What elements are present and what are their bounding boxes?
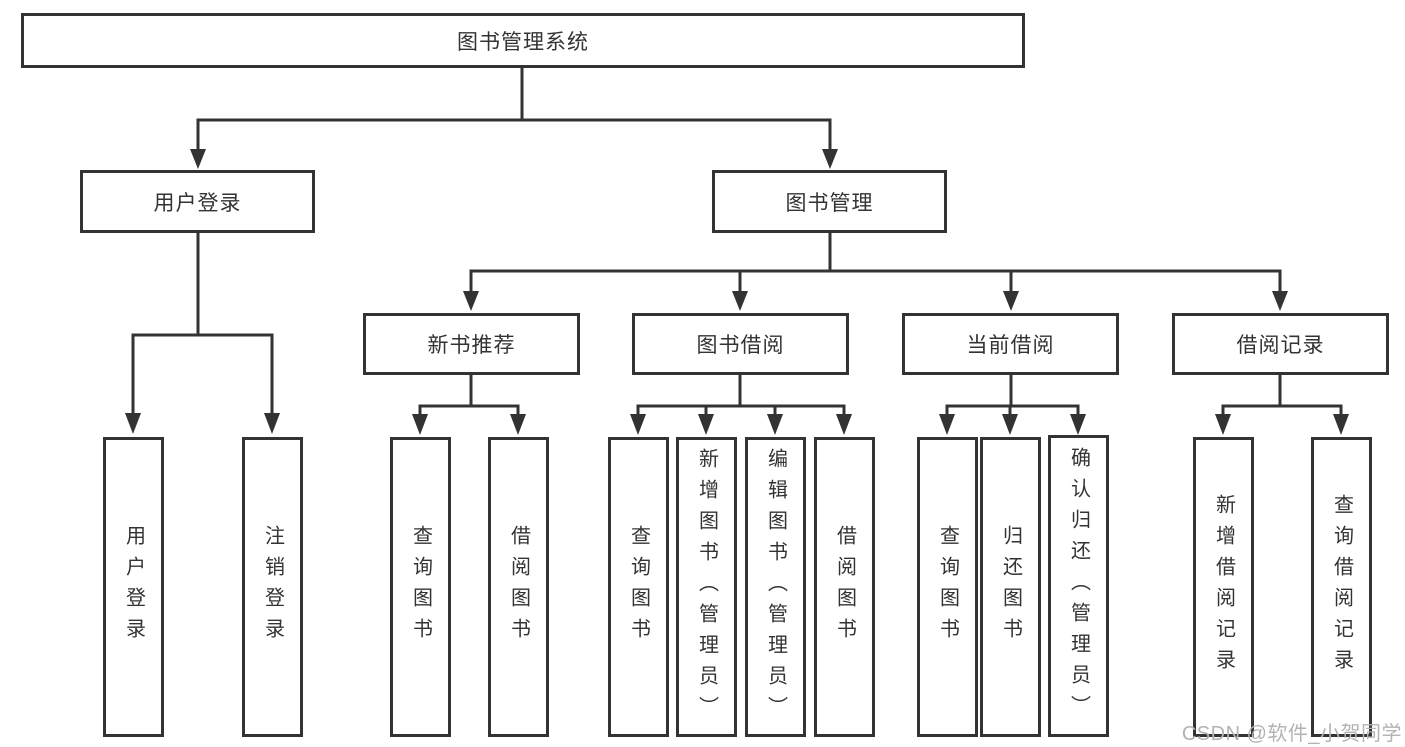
arrowhead-icon (1272, 291, 1288, 311)
arrowhead-icon (1333, 414, 1349, 435)
arrowhead-icon (836, 414, 852, 435)
leaf-label: 查询借阅记录 (1330, 494, 1353, 680)
leaf-borrowing-borrow-books: 借阅图书 (814, 437, 875, 737)
leaf-add-borrow-record: 新增借阅记录 (1193, 437, 1254, 737)
leaf-label: 新增图书（管理员） (695, 447, 718, 727)
arrowhead-icon (125, 413, 141, 434)
arrowheads (125, 149, 1349, 435)
node-current-borrowing: 当前借阅 (902, 313, 1119, 375)
node-book-borrowing: 图书借阅 (632, 313, 849, 375)
arrowhead-icon (510, 414, 526, 435)
leaf-label: 编辑图书（管理员） (764, 447, 787, 727)
leaf-query-borrow-record: 查询借阅记录 (1311, 437, 1372, 737)
arrowhead-icon (1215, 414, 1231, 435)
leaf-confirm-return-admin: 确认归还（管理员） (1048, 435, 1109, 737)
watermark: CSDN @软件_小贺同学 (1181, 723, 1402, 745)
node-label: 用户登录 (153, 191, 242, 215)
leaf-user-login: 用户登录 (103, 437, 164, 737)
arrowhead-icon (412, 414, 428, 435)
node-label: 当前借阅 (966, 334, 1055, 357)
leaf-label: 借阅图书 (833, 525, 856, 649)
arrowhead-icon (732, 291, 748, 311)
leaf-label: 查询图书 (627, 525, 650, 649)
node-new-book-recommend: 新书推荐 (363, 313, 580, 375)
arrowhead-icon (190, 149, 206, 169)
leaf-newbook-borrow-books: 借阅图书 (488, 437, 549, 737)
leaf-label: 查询图书 (409, 525, 432, 649)
node-book-management: 图书管理 (712, 170, 947, 233)
arrowhead-icon (264, 413, 280, 434)
leaf-add-book-admin: 新增图书（管理员） (676, 437, 737, 737)
leaf-newbook-query-books: 查询图书 (390, 437, 451, 737)
arrowhead-icon (939, 414, 955, 435)
arrowhead-icon (822, 149, 838, 169)
leaf-edit-book-admin: 编辑图书（管理员） (745, 437, 806, 737)
node-library-system: 图书管理系统 (21, 13, 1025, 68)
node-label: 图书借阅 (696, 334, 785, 357)
leaf-label: 归还图书 (999, 525, 1022, 649)
arrowhead-icon (630, 414, 646, 435)
leaf-label: 注销登录 (261, 525, 284, 649)
arrowhead-icon (767, 414, 783, 435)
arrowhead-icon (1002, 414, 1018, 435)
node-borrowing-records: 借阅记录 (1172, 313, 1389, 375)
leaf-label: 新增借阅记录 (1212, 494, 1235, 680)
arrowhead-icon (698, 414, 714, 435)
leaf-return-books: 归还图书 (980, 437, 1041, 737)
node-label: 借阅记录 (1236, 334, 1325, 357)
node-label: 新书推荐 (427, 334, 516, 357)
leaf-label: 借阅图书 (507, 525, 530, 649)
leaf-label: 用户登录 (122, 525, 145, 649)
leaf-label: 确认归还（管理员） (1067, 446, 1090, 726)
leaf-current-query-books: 查询图书 (917, 437, 978, 737)
leaf-borrowing-query-books: 查询图书 (608, 437, 669, 737)
node-label: 图书管理系统 (457, 30, 589, 54)
arrowhead-icon (463, 291, 479, 311)
leaf-label: 查询图书 (936, 525, 959, 649)
arrowhead-icon (1070, 414, 1086, 435)
node-label: 图书管理 (785, 191, 874, 215)
node-user-login: 用户登录 (80, 170, 315, 233)
arrowhead-icon (1003, 291, 1019, 311)
leaf-logout: 注销登录 (242, 437, 303, 737)
